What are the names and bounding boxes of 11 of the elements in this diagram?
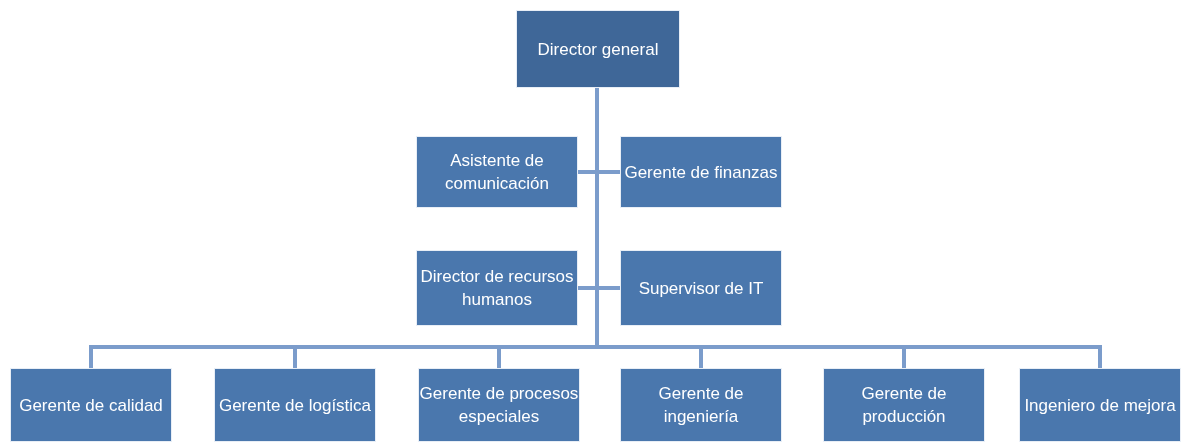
org-box: Gerente de producción: [823, 368, 985, 442]
org-box: Asistente de comunicación: [416, 136, 578, 208]
org-box: Gerente de logística: [214, 368, 376, 442]
org-box: Gerente de calidad: [10, 368, 172, 442]
org-box: Director de recursos humanos: [416, 250, 578, 326]
org-box: Supervisor de IT: [620, 250, 782, 326]
org-box: Gerente de procesos especiales: [418, 368, 580, 442]
org-box: Gerente de ingeniería: [620, 368, 782, 442]
org-box: Gerente de finanzas: [620, 136, 782, 208]
org-box: Ingeniero de mejora: [1019, 368, 1181, 442]
org-box: Director general: [516, 10, 680, 88]
